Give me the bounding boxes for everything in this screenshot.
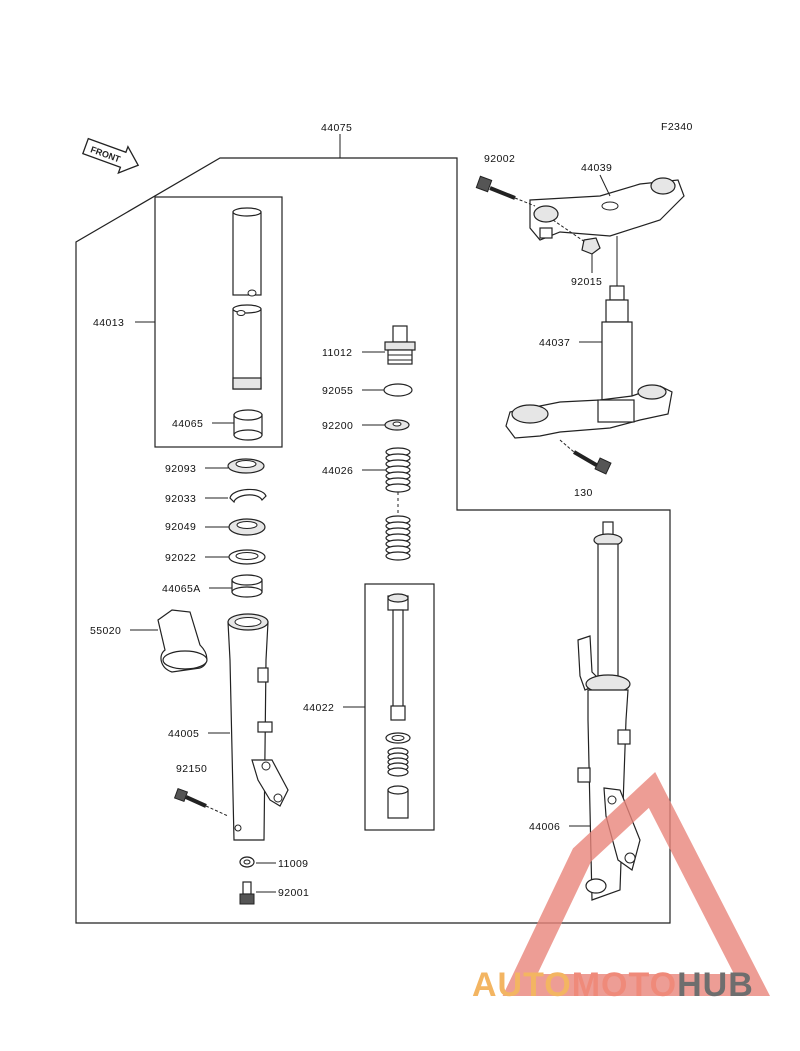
label-44065: 44065 xyxy=(172,418,203,430)
spring-coil xyxy=(385,551,411,561)
steering-stem-44037 xyxy=(505,236,673,439)
spring-coil xyxy=(387,767,409,777)
label-92022: 92022 xyxy=(165,552,196,564)
label-92002: 92002 xyxy=(484,153,515,165)
label-44005: 44005 xyxy=(168,728,199,740)
rebound-spring xyxy=(387,747,409,777)
bolt-130 xyxy=(559,439,612,475)
label-44022: 44022 xyxy=(303,702,334,714)
label-55020: 55020 xyxy=(90,625,121,637)
figure-code: F2340 xyxy=(661,121,693,133)
label-44013: 44013 xyxy=(93,317,124,329)
o-ring-92055 xyxy=(383,383,413,397)
assembly-frame-44075 xyxy=(75,157,671,924)
bolt-92001 xyxy=(239,881,255,905)
label-92200: 92200 xyxy=(322,420,353,432)
spring-coil xyxy=(385,483,411,493)
fork-assembly-44006 xyxy=(577,521,641,901)
label-92055: 92055 xyxy=(322,385,353,397)
circlip-92033 xyxy=(229,488,267,504)
label-44075: 44075 xyxy=(321,122,352,134)
label-11009: 11009 xyxy=(278,858,308,870)
bolt-92150 xyxy=(173,787,229,817)
washer-92022 xyxy=(228,549,266,565)
bolt-92002 xyxy=(475,175,516,200)
label-92033: 92033 xyxy=(165,493,196,505)
watermark-auto: AUTO xyxy=(472,966,572,1004)
oil-lock-piece xyxy=(387,785,409,819)
label-44065A: 44065A xyxy=(162,583,201,595)
watermark-moto: MOTO xyxy=(572,966,677,1004)
gasket-11009 xyxy=(239,856,255,868)
washer-92200 xyxy=(384,419,410,431)
bushing-44065 xyxy=(233,409,263,441)
label-92049: 92049 xyxy=(165,521,196,533)
damper-rod-44022 xyxy=(385,593,411,744)
upper-bracket-44039 xyxy=(529,177,685,241)
bushing-44065A xyxy=(231,574,263,598)
label-92001: 92001 xyxy=(278,887,309,899)
nut-92015 xyxy=(581,237,601,255)
label-44026: 44026 xyxy=(322,465,353,477)
label-92150: 92150 xyxy=(176,763,207,775)
oil-seal-92049 xyxy=(228,518,266,536)
label-130: 130 xyxy=(574,487,593,499)
dust-seal-92093 xyxy=(227,458,265,474)
label-44037: 44037 xyxy=(539,337,570,349)
label-44006: 44006 xyxy=(529,821,560,833)
label-11012: 11012 xyxy=(322,347,352,359)
watermark-hub: HUB xyxy=(677,966,754,1004)
watermark-logo xyxy=(502,772,771,996)
outer-tube-44005 xyxy=(227,613,289,841)
label-44039: 44039 xyxy=(581,162,612,174)
label-92093: 92093 xyxy=(165,463,196,475)
svg-text:AUTOMOTOHUB: AUTOMOTOHUB xyxy=(472,966,754,1004)
watermark-text: AUTOMOTOHUB xyxy=(472,966,754,1004)
fork-spring-44026 xyxy=(385,447,411,561)
inner-tube-44013 xyxy=(232,207,262,390)
label-92015: 92015 xyxy=(571,276,602,288)
cap-bolt-11012 xyxy=(384,325,416,365)
fork-guard-55020 xyxy=(157,609,208,673)
front-arrow-icon: FRONT xyxy=(81,137,140,175)
assembly-frame-44013 xyxy=(154,196,283,448)
